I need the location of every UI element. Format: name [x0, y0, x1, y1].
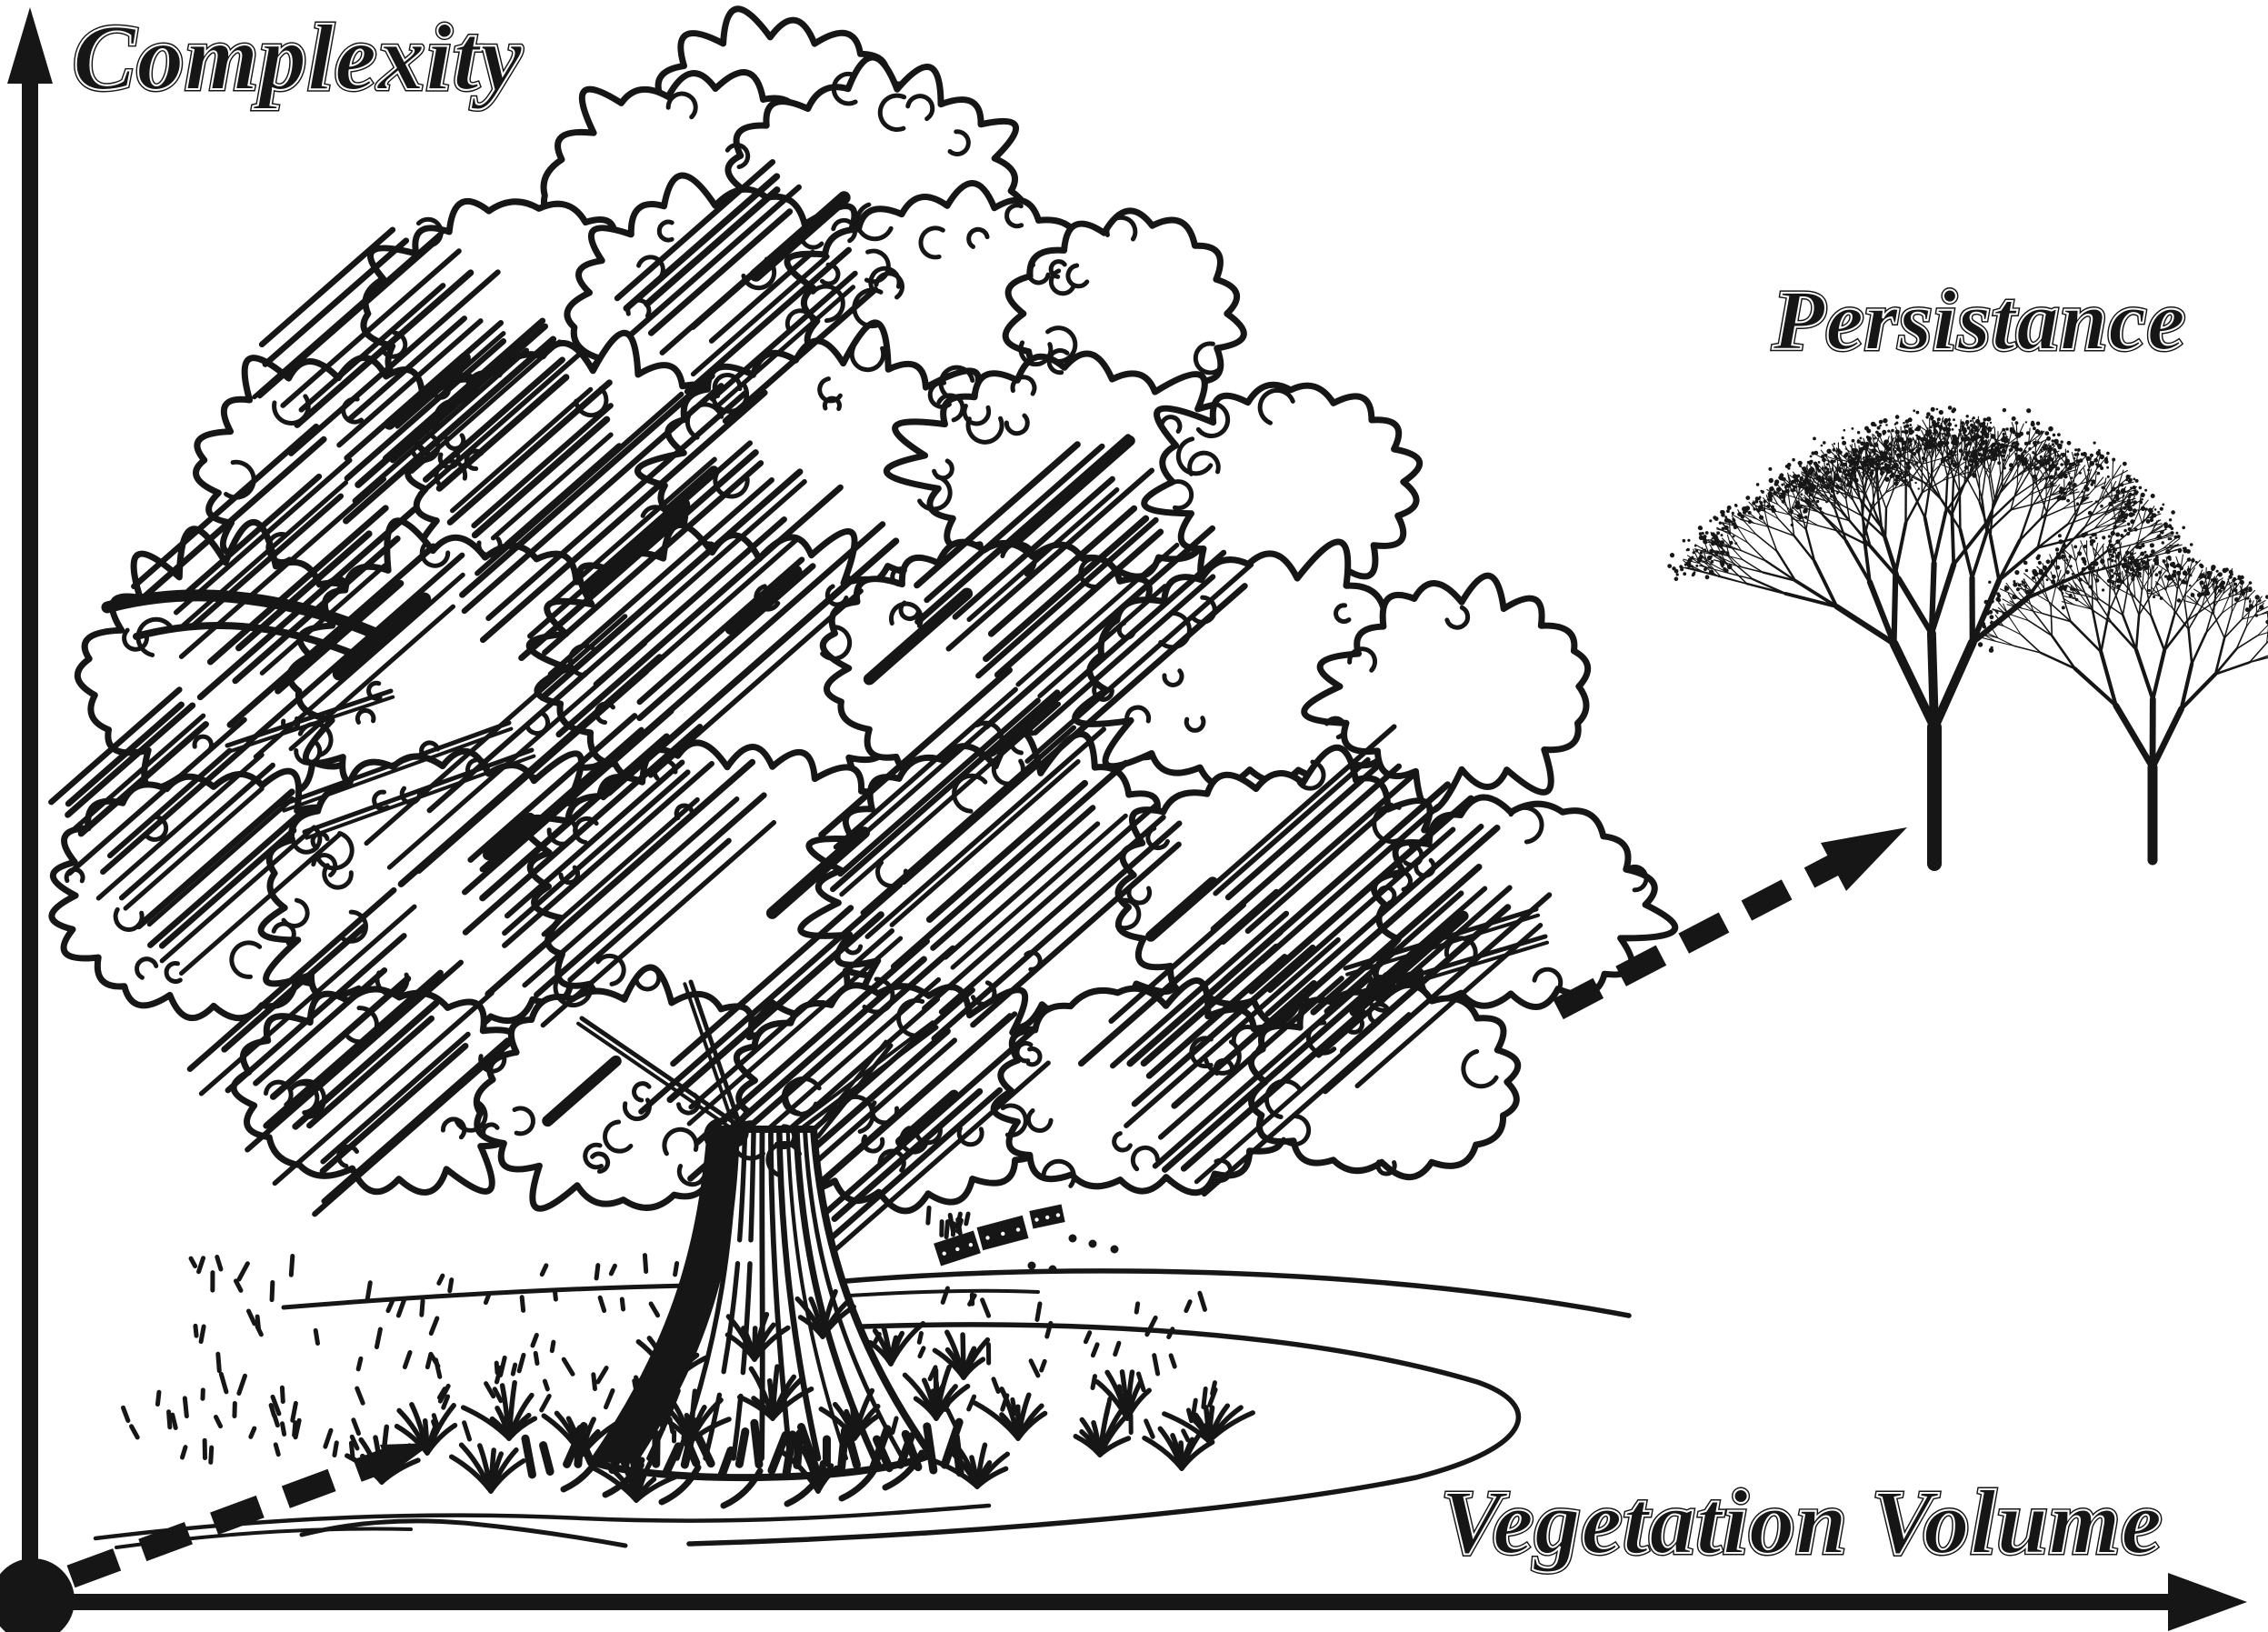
main-tree-sketch [48, 5, 1679, 1509]
axes [0, 7, 2247, 1632]
x-axis-label-inline: Vegetation Volume [1441, 1471, 2163, 1573]
x-axis-arrow-icon [2168, 1573, 2247, 1631]
persistence-label-inline: Persistance [1772, 274, 2186, 368]
axis-labels: Complexity Complexity Persistance Persis… [71, 4, 2188, 1576]
ground-sketch [121, 1205, 1255, 1503]
y-axis-arrow-icon [7, 7, 53, 84]
persistence-trees-sketch [1667, 405, 2268, 871]
arrowhead-icon [1821, 827, 1907, 891]
dashed-arrow-tree-to-persistence [1553, 827, 1907, 1020]
y-axis-label-inline: Complexity [73, 5, 523, 110]
x-axis-label: Vegetation Volume [1441, 1471, 2163, 1573]
persistence-label: Persistance [1772, 274, 2186, 368]
origin-dot [0, 1558, 75, 1632]
y-axis-label: Complexity [73, 5, 523, 110]
